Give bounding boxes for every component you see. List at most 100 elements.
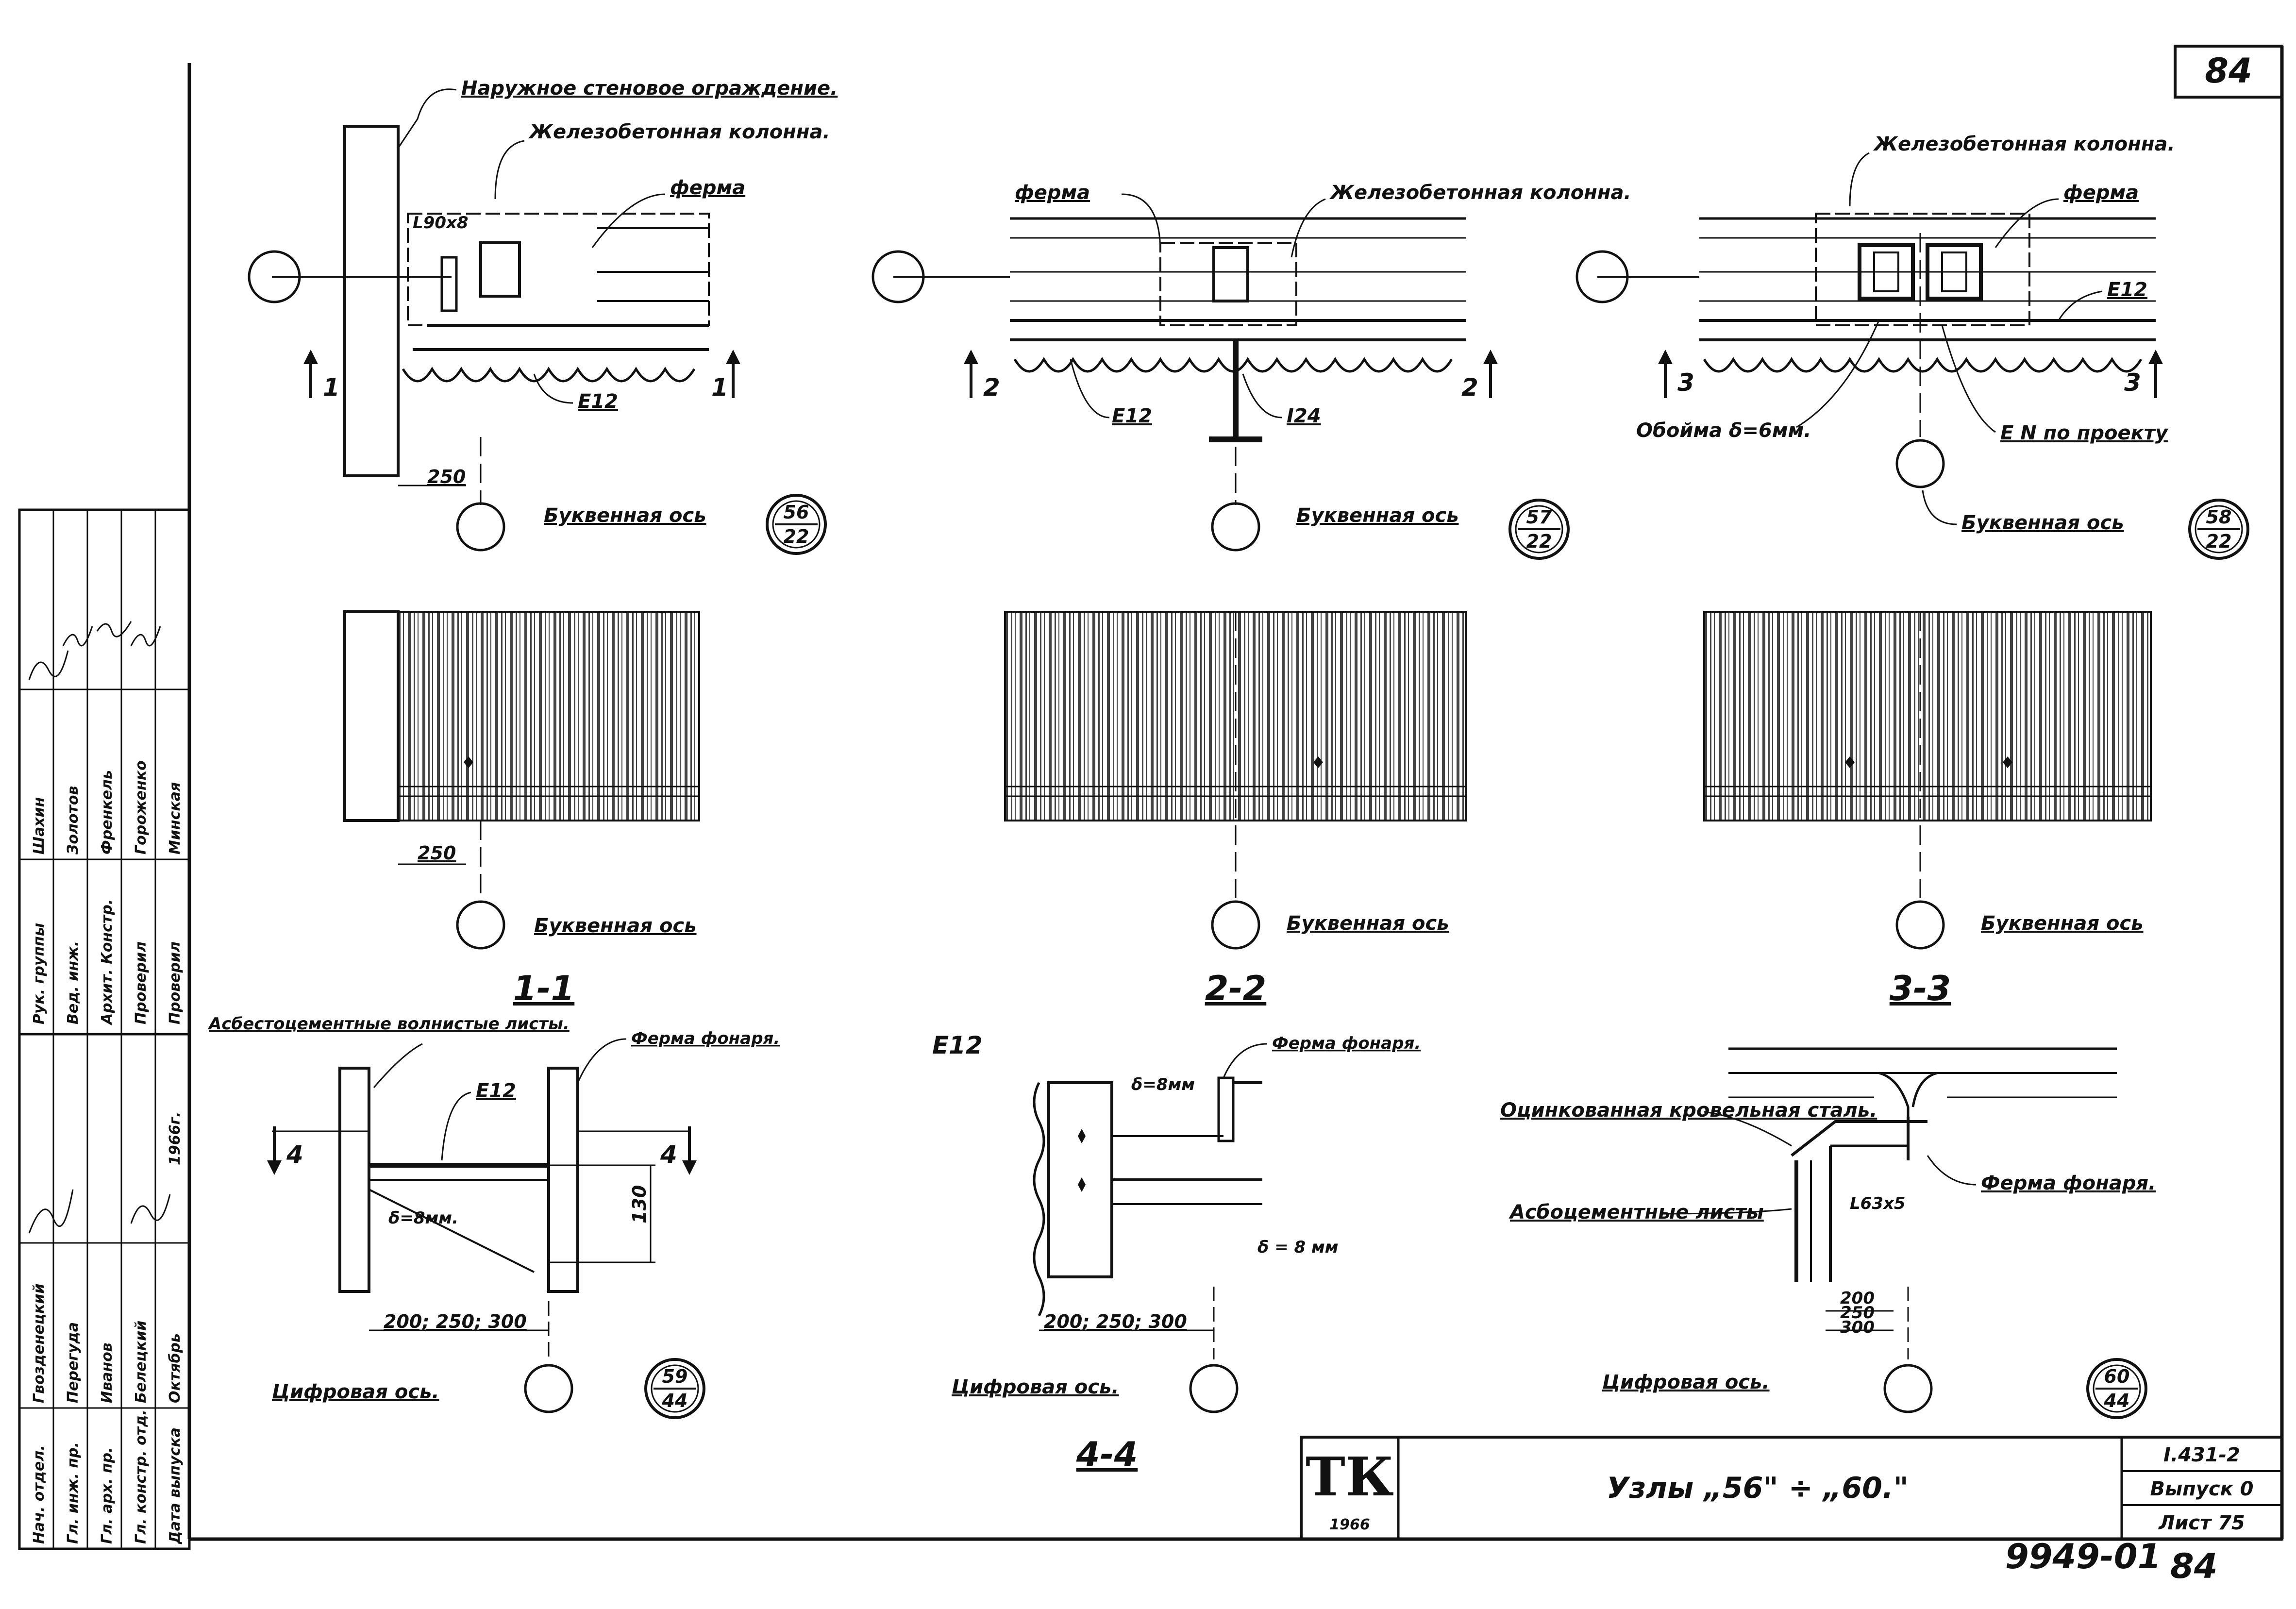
stamp-role-left-2: Гл. арх. пр. bbox=[99, 1447, 116, 1544]
node-ref-59-bottom: 44 bbox=[662, 1390, 688, 1411]
node-ref-56: 56 22 bbox=[766, 494, 827, 555]
label-clip: Обойма δ=6мм. bbox=[1636, 419, 1811, 442]
label-letter-axis-1: Буквенная ось bbox=[544, 504, 706, 527]
node-ref-58: 58 22 bbox=[2188, 499, 2249, 560]
stamp-name-right-2: Френкель bbox=[99, 770, 116, 855]
node-ref-56-top: 56 bbox=[784, 502, 809, 523]
label-angle-63: L63x5 bbox=[1850, 1194, 1906, 1213]
section-title-1-1: 1-1 bbox=[513, 969, 574, 1008]
label-letter-axis-5: Буквенная ось bbox=[1287, 912, 1449, 935]
label-channel-by-project: Е N по проекту bbox=[2000, 422, 2169, 444]
stamp-role-left-1: Гл. инж. пр. bbox=[65, 1442, 82, 1544]
label-rc-column-2: Железобетонная колонна. bbox=[1329, 182, 1631, 204]
stamp-name-right-4: Минская bbox=[167, 782, 184, 855]
label-plate-8-2: δ=8мм bbox=[1131, 1075, 1195, 1094]
dim-stack-200: 200 bbox=[1840, 1289, 1875, 1308]
section-title-3-3: 3-3 bbox=[1890, 969, 1951, 1008]
dim-stack-250: 250 bbox=[1840, 1303, 1875, 1323]
signature-scribble bbox=[28, 650, 69, 680]
stamp-role-right-4: Проверил bbox=[167, 941, 184, 1024]
node-ref-57: 57 22 bbox=[1508, 499, 1570, 560]
stamp-name-left-4: Октябрь bbox=[167, 1333, 184, 1403]
label-numeric-axis-3: Цифровая ось. bbox=[1602, 1371, 1770, 1393]
stamp-role-left-4: Дата выпуска bbox=[167, 1427, 184, 1544]
section-mark-1-left: 1 bbox=[323, 373, 340, 402]
label-channel-12-5: Е12 bbox=[932, 1031, 983, 1059]
label-asbestos-sheets: Асбестоцементные волнистые листы. bbox=[207, 1014, 570, 1034]
section-mark-4-right: 4 bbox=[660, 1140, 677, 1169]
label-numeric-axis-1: Цифровая ось. bbox=[272, 1381, 439, 1403]
section-3-3: Буквенная ось 3-3 bbox=[1703, 611, 2152, 1008]
label-numeric-axis-2: Цифровая ось. bbox=[952, 1376, 1119, 1398]
label-channel-12-2: Е12 bbox=[1112, 405, 1152, 427]
title-issue: Выпуск 0 bbox=[2150, 1478, 2254, 1500]
stamp-name-left-3: Белецкий bbox=[133, 1321, 150, 1403]
drawing-title: Узлы „56" ÷ „60." bbox=[1607, 1471, 1909, 1505]
title-series: I.431-2 bbox=[2163, 1444, 2240, 1466]
section-title-4-4: 4-4 bbox=[1076, 1435, 1138, 1475]
column-section bbox=[479, 241, 521, 298]
node-ref-56-bottom: 22 bbox=[784, 526, 809, 547]
label-letter-axis-2: Буквенная ось bbox=[1296, 504, 1459, 527]
label-rc-column-3: Железобетонная колонна. bbox=[1873, 133, 2175, 155]
label-letter-axis-3: Буквенная ось bbox=[1961, 512, 2124, 534]
node-ref-59-top: 59 bbox=[662, 1366, 688, 1387]
section-2-2: Буквенная ось 2-2 bbox=[1004, 611, 1467, 1008]
label-plate-8-3: δ = 8 мм bbox=[1257, 1238, 1339, 1257]
label-truss-3: ферма bbox=[2063, 182, 2139, 204]
node-56-plan: 1 1 Наружное стеновое ограждение. Железо… bbox=[248, 77, 838, 552]
node-59-detail: 130 4 4 200; 250; 300 Цифровая ось. Асбе… bbox=[207, 1014, 780, 1413]
node-ref-58-top: 58 bbox=[2206, 506, 2232, 528]
dim-200-250-300-2: 200; 250; 300 bbox=[1044, 1311, 1187, 1332]
stamp-name-right-3: Гороженко bbox=[133, 760, 150, 855]
label-asbestos-sheets-short: Асбоцементные листы bbox=[1508, 1201, 1764, 1224]
label-rc-column-1: Железобетонная колонна. bbox=[528, 121, 830, 143]
stamp-role-right-2: Архит. Констр. bbox=[99, 899, 116, 1025]
dim-130: 130 bbox=[629, 1185, 650, 1224]
title-block: ТК 1966 Узлы „56" ÷ „60." I.431-2 Выпуск… bbox=[1300, 1436, 2283, 1541]
dim-stack-300: 300 bbox=[1840, 1318, 1875, 1337]
label-lantern-truss-3: Ферма фонаря. bbox=[1981, 1172, 2156, 1194]
axis-bubble bbox=[248, 250, 301, 303]
stamp-role-left-0: Нач. отдел. bbox=[31, 1445, 48, 1544]
stamp-year: 1966г. bbox=[167, 1111, 184, 1165]
node-58-plan: 3 3 Железобетонная колонна. ферма Е12 Об… bbox=[1575, 133, 2175, 534]
section-mark-2-right: 2 bbox=[1461, 373, 1478, 402]
title-logo: ТК bbox=[1306, 1445, 1394, 1508]
outer-wall bbox=[343, 125, 400, 477]
node-ref-58-bottom: 22 bbox=[2206, 531, 2232, 552]
dim-250-1: 250 bbox=[427, 466, 466, 487]
label-outer-wall: Наружное стеновое ограждение. bbox=[461, 77, 838, 100]
node-ref-57-bottom: 22 bbox=[1526, 531, 1552, 552]
label-truss-1: ферма bbox=[670, 177, 745, 199]
label-channel-12-1: Е12 bbox=[578, 390, 618, 413]
label-ibeam-24: I24 bbox=[1287, 405, 1321, 427]
stamp-role-right-0: Рук. группы bbox=[31, 923, 48, 1024]
section-mark-4-left: 4 bbox=[286, 1140, 303, 1169]
label-letter-axis-6: Буквенная ось bbox=[1981, 912, 2144, 935]
title-logo-year: 1966 bbox=[1329, 1516, 1370, 1533]
label-channel-12-4: Е12 bbox=[476, 1080, 516, 1102]
label-galvanized-steel: Оцинкованная кровельная сталь. bbox=[1500, 1099, 1877, 1122]
node-60-detail: 200 250 300 Цифровая ось. Оцинкованная к… bbox=[1500, 1047, 2156, 1413]
section-mark-2-left: 2 bbox=[983, 373, 1000, 402]
label-lantern-truss-1: Ферма фонаря. bbox=[631, 1029, 780, 1048]
stamp-role-right-3: Проверил bbox=[133, 941, 150, 1024]
stamp-name-left-1: Перегуда bbox=[65, 1322, 82, 1403]
node-ref-59: 59 44 bbox=[644, 1358, 705, 1419]
stamp-role-left-3: Гл. констр. отд. bbox=[133, 1409, 150, 1544]
corrugated-sheet bbox=[402, 367, 696, 383]
section-mark-3-right: 3 bbox=[2124, 369, 2141, 397]
page-number-bottom: 84 bbox=[2170, 1546, 2217, 1586]
dim-200-250-300-1: 200; 250; 300 bbox=[384, 1311, 527, 1332]
label-angle-90: L90x8 bbox=[413, 213, 469, 233]
node-ref-60-bottom: 44 bbox=[2104, 1390, 2130, 1411]
page-number-top: 84 bbox=[2205, 51, 2252, 91]
node-ref-57-top: 57 bbox=[1526, 506, 1552, 528]
title-sheet: Лист 75 bbox=[2158, 1512, 2245, 1534]
node-ref-60-top: 60 bbox=[2104, 1366, 2130, 1387]
page-number-box: 84 bbox=[2174, 45, 2283, 99]
section-mark-1-right: 1 bbox=[711, 373, 728, 402]
archive-number: 9949-01 bbox=[2005, 1537, 2161, 1576]
